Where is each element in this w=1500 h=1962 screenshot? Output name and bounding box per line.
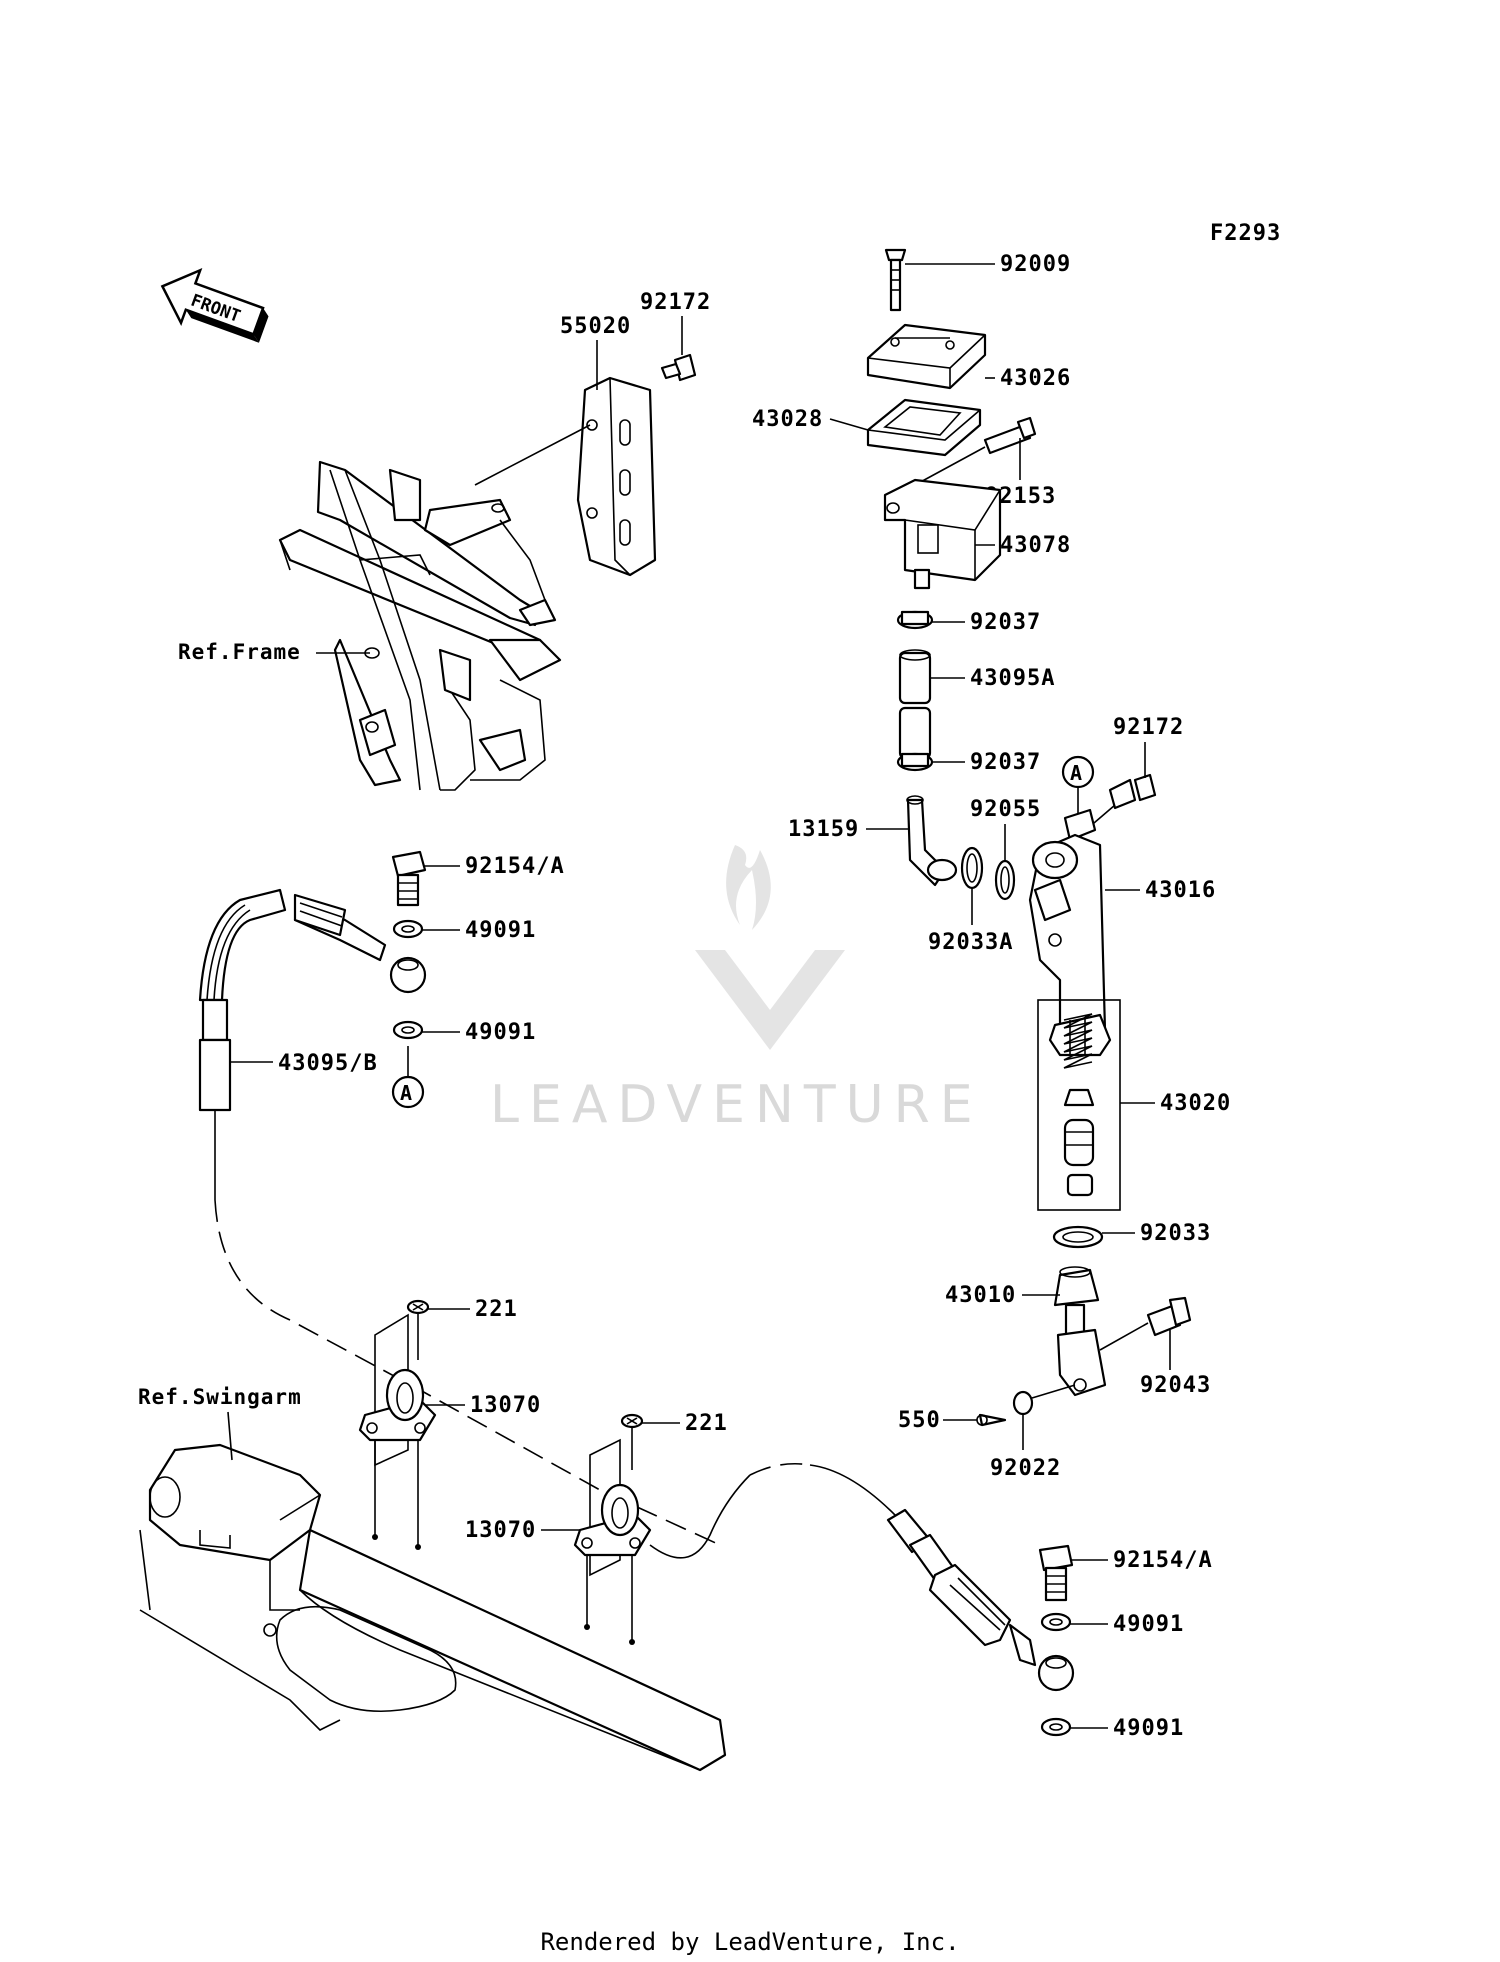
label-550: 550 — [898, 1408, 941, 1433]
frame-reference-drawing — [278, 460, 562, 791]
label-92033A: 92033A — [928, 930, 1013, 955]
hose-clamp-13070-b — [573, 1438, 652, 1645]
svg-text:A: A — [1070, 761, 1082, 785]
bolt-92153 — [983, 416, 1037, 455]
banjo-bolt-92154A-top — [391, 850, 427, 907]
guard-55020 — [576, 376, 657, 577]
hose-banjo-fitting-bottom — [1037, 1654, 1075, 1692]
label-49091-c: 49091 — [1113, 1612, 1184, 1637]
hose-43095A — [898, 649, 932, 760]
master-cylinder-43016 — [1028, 808, 1112, 1057]
label-92033: 92033 — [1140, 1221, 1211, 1246]
elbow-13159 — [906, 795, 958, 887]
washer-92022 — [1012, 1390, 1034, 1416]
banjo-bolt-92154A-bottom — [1038, 1544, 1074, 1602]
washer-49091-c — [1040, 1612, 1072, 1632]
label-92172-guard: 92172 — [640, 290, 711, 315]
pin-92043 — [1146, 1296, 1192, 1337]
diaphragm-43028 — [866, 398, 982, 457]
label-92172-cylinder: 92172 — [1113, 715, 1184, 740]
screw-221-a — [406, 1299, 430, 1360]
label-43010: 43010 — [945, 1283, 1016, 1308]
footer-credit: Rendered by LeadVenture, Inc. — [540, 1928, 960, 1956]
bolt-92172-guard — [660, 353, 697, 382]
label-92037-top: 92037 — [970, 610, 1041, 635]
label-92009: 92009 — [1000, 252, 1071, 277]
front-direction-arrow: FRONT — [160, 267, 269, 343]
clamp-92037-top — [896, 610, 934, 630]
o-ring-92055 — [994, 859, 1016, 901]
screw-92009 — [884, 248, 907, 312]
circlip-92033 — [1052, 1225, 1104, 1249]
brake-hose-lower — [649, 1462, 1037, 1667]
svg-text:A: A — [400, 1081, 412, 1105]
connector-A-cylinder: A — [1061, 755, 1095, 830]
connector-A-hose: A — [391, 1046, 425, 1109]
clamp-92037-bottom — [896, 752, 934, 772]
piston-kit-43020 — [1037, 999, 1121, 1211]
label-49091-b: 49091 — [465, 1020, 536, 1045]
hose-clamp-13070-a — [358, 1313, 437, 1550]
leadventure-watermark: LEADVENTURE — [490, 845, 983, 1135]
washer-49091-d — [1040, 1717, 1072, 1737]
push-rod-43010 — [1053, 1266, 1107, 1397]
cap-43026 — [866, 323, 987, 390]
label-92154A-top: 92154/A — [465, 854, 565, 879]
label-43095B: 43095/B — [278, 1051, 378, 1076]
ref-swingarm-label: Ref.Swingarm — [138, 1385, 302, 1409]
ref-frame-label: Ref.Frame — [178, 640, 301, 664]
cotter-pin-550 — [976, 1413, 1007, 1427]
bolt-92172-cylinder — [1108, 773, 1157, 810]
label-92055: 92055 — [970, 797, 1041, 822]
screw-221-b — [620, 1413, 644, 1470]
reservoir-43078 — [883, 478, 1002, 590]
label-221-b: 221 — [685, 1411, 728, 1436]
label-43078: 43078 — [1000, 533, 1071, 558]
circlip-92033A — [960, 846, 984, 890]
label-43016: 43016 — [1145, 878, 1216, 903]
label-13070-a: 13070 — [470, 1393, 541, 1418]
svg-text:LEADVENTURE: LEADVENTURE — [490, 1075, 983, 1135]
label-92043: 92043 — [1140, 1373, 1211, 1398]
label-55020: 55020 — [560, 314, 631, 339]
label-49091-d: 49091 — [1113, 1716, 1184, 1741]
swingarm-reference-drawing — [139, 1443, 727, 1772]
label-13159: 13159 — [788, 817, 859, 842]
brake-hose-43095B — [198, 888, 721, 1546]
label-92154A-bottom: 92154/A — [1113, 1548, 1213, 1573]
label-13070-b: 13070 — [465, 1518, 536, 1543]
label-43095A: 43095A — [970, 666, 1055, 691]
washer-49091-a — [392, 919, 424, 939]
washer-49091-b — [392, 1020, 424, 1040]
label-49091-a: 49091 — [465, 918, 536, 943]
label-43026: 43026 — [1000, 366, 1071, 391]
diagram-code: F2293 — [1210, 221, 1281, 246]
label-43020: 43020 — [1160, 1091, 1231, 1116]
label-92022: 92022 — [990, 1456, 1061, 1481]
label-221-a: 221 — [475, 1297, 518, 1322]
label-43028: 43028 — [752, 407, 823, 432]
label-92037-bottom: 92037 — [970, 750, 1041, 775]
